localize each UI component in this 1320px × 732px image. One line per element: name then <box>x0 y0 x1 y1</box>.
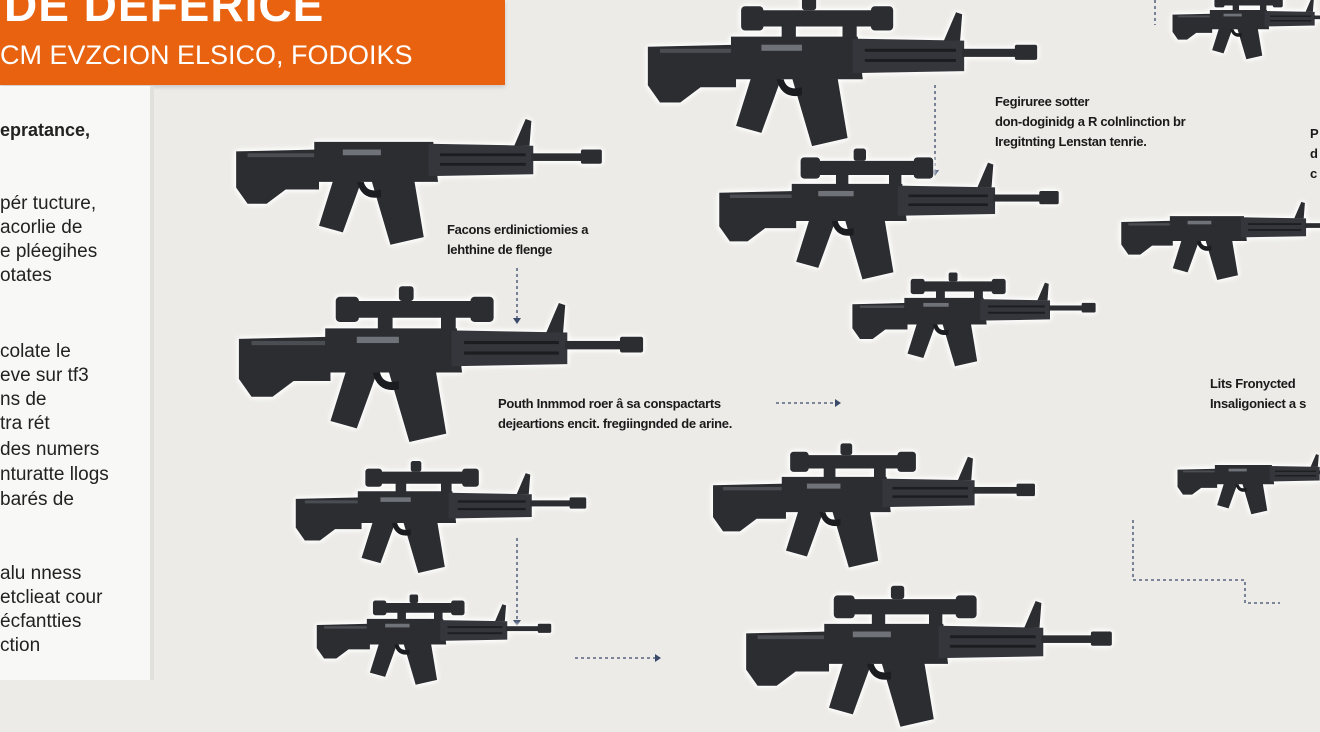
scope-icon <box>741 0 894 39</box>
rifle-compact-illustration <box>852 272 1096 367</box>
caption-line: Fegiruree sotter <box>995 94 1090 109</box>
caption-line: don-doginidg a R colnlinction br <box>995 114 1186 129</box>
rifle-mid-center-illustration <box>719 148 1059 280</box>
caption-2: Fegiruree sotter don-doginidg a R colnli… <box>995 92 1186 152</box>
caption-line: dejeartions encit. fregiingnded de arine… <box>498 416 733 431</box>
caption-line: lehthine de flenge <box>447 242 553 257</box>
caption-line: Pouth Inmmod roer â sa conspactarts <box>498 396 721 411</box>
connector-arrows <box>513 0 1280 662</box>
arrow-head <box>513 318 521 324</box>
panel-line: e pléegihes <box>0 241 98 262</box>
scope-icon <box>790 443 916 479</box>
scope-icon <box>833 585 977 626</box>
panel-line: eve sur tf3 <box>0 365 89 386</box>
rifle-mid-right-illustration <box>1121 201 1320 281</box>
rifle-bottom-center-illustration <box>746 585 1112 727</box>
arrow-head <box>513 620 521 626</box>
rifle-bottom-left-illustration <box>316 594 552 685</box>
scope-icon <box>1214 0 1283 11</box>
panel-line: barés de <box>0 489 74 510</box>
title-banner: DE DEFERICE CM EVZCION ELSICO, FODOIKS <box>0 0 505 85</box>
caption-4: Lits Fronycted Insaligoniect a s <box>1210 374 1306 414</box>
caption-5: P d c <box>1310 124 1319 184</box>
panel-heading: epratance, <box>0 120 91 140</box>
caption-line: c <box>1310 166 1317 181</box>
left-text-panel: epratance, pér tucture, acorlie de e plé… <box>0 86 154 680</box>
panel-line: tra rét <box>0 413 50 434</box>
scope-icon <box>372 594 465 621</box>
rifle-top-center-illustration <box>647 0 1038 147</box>
scope-icon <box>365 461 479 493</box>
banner-title: DE DEFERICE <box>4 0 325 31</box>
arrow-line <box>1132 520 1280 604</box>
panel-line: acorlie de <box>0 217 83 238</box>
scope-icon <box>910 272 1006 300</box>
panel-line: etclieat cour <box>0 587 103 608</box>
caption-line: Lits Fronycted <box>1210 376 1296 391</box>
scope-icon <box>335 286 494 331</box>
rifle-long-barrel-illustration <box>238 286 644 442</box>
caption-1: Facons erdinictiomies a lehthine de flen… <box>447 220 589 260</box>
scope-icon <box>800 148 934 186</box>
rifle-lower-right-illustration <box>1177 454 1320 515</box>
rifle-carry-handle-illustration <box>236 119 602 245</box>
panel-line: ction <box>0 635 41 656</box>
panel-line: otates <box>0 265 52 286</box>
panel-line: pér tucture, <box>0 193 97 214</box>
rifle-small-scoped-illustration <box>295 461 587 573</box>
caption-line: d <box>1310 146 1318 161</box>
panel-line: ns de <box>0 389 47 410</box>
panel-line: écfantties <box>0 611 82 632</box>
panel-line: colate le <box>0 341 71 362</box>
caption-3: Pouth Inmmod roer â sa conspactarts deje… <box>498 394 732 434</box>
banner-subtitle: CM EVZCION ELSICO, FODOIKS <box>0 40 413 70</box>
panel-line: des numers <box>0 439 100 460</box>
caption-line: Iregitnting Lenstan tenrie. <box>995 134 1147 149</box>
panel-line: nturatte llogs <box>0 464 109 485</box>
rifle-top-right-illustration <box>1172 0 1320 60</box>
caption-line: Facons erdinictiomies a <box>447 222 589 237</box>
arrow-head <box>835 399 841 407</box>
arrow-head <box>655 654 661 662</box>
panel-line: alu nness <box>0 563 82 584</box>
caption-line: P <box>1310 126 1319 141</box>
rifle-lower-center-illustration <box>713 443 1035 568</box>
caption-line: Insaligoniect a s <box>1210 396 1307 411</box>
